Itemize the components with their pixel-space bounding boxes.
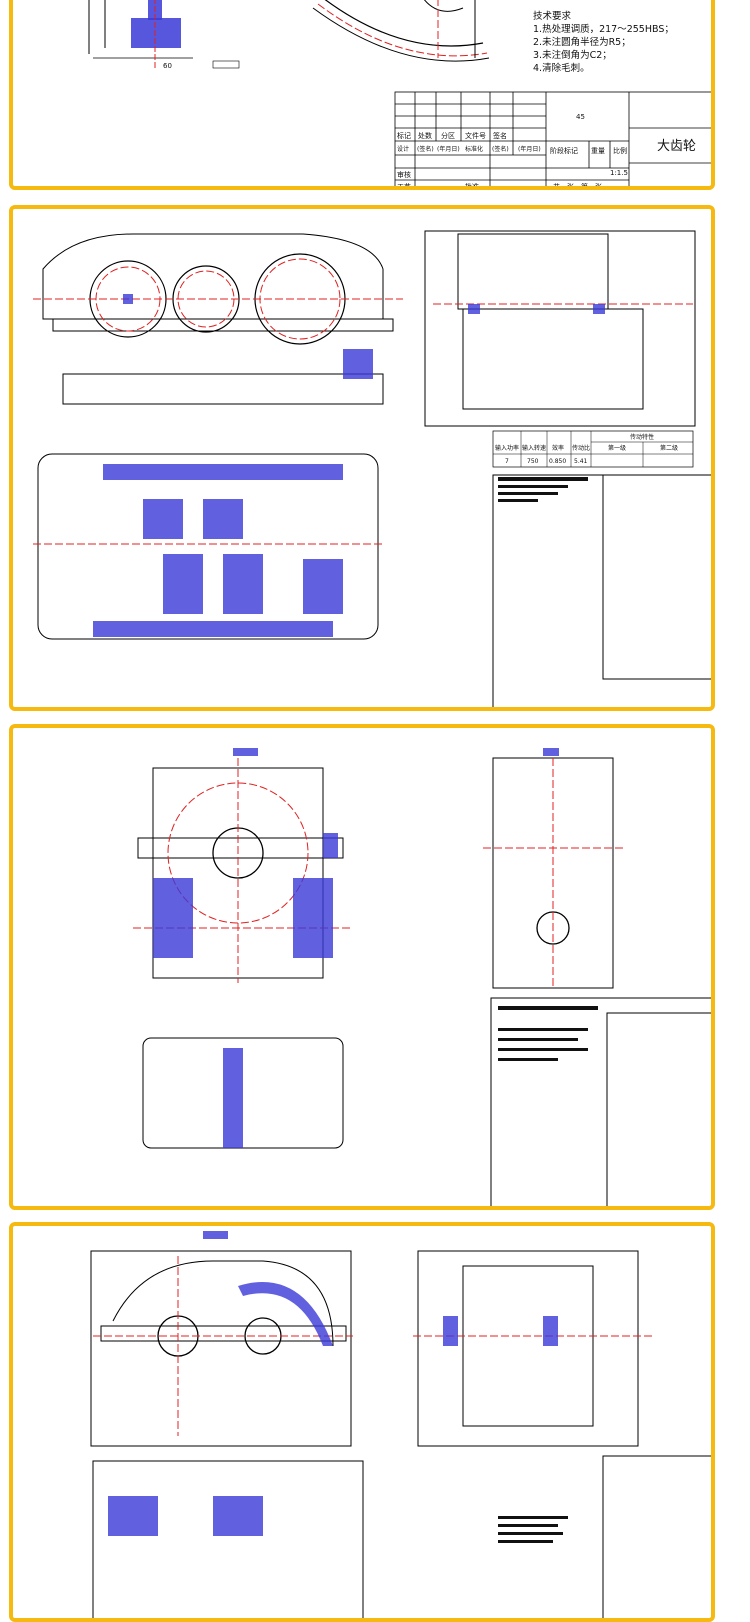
label-scale: 比例 [613, 146, 627, 155]
label-standard-sign: (签名) [492, 145, 509, 153]
spec-value: 5.41 [574, 458, 588, 465]
label-file-no: 文件号 [465, 131, 486, 140]
reducer-assembly-drawing-3 [90, 1231, 711, 1618]
spec-value: 750 [527, 458, 539, 465]
spec-header: 传动特性 [630, 433, 654, 441]
label-design-sign: (签名) [417, 145, 434, 153]
tech-item: 2.未注圆角半径为R5； [533, 37, 631, 48]
spec-value: 0.850 [549, 458, 566, 465]
scale-value: 1:1.5 [610, 169, 628, 177]
spec-header: 输入转速 [522, 444, 546, 452]
tech-requirements: 技术要求 1.热处理调质，217～255HBS； 2.未注圆角半径为R5； 3.… [533, 10, 674, 75]
drawing-panel-worm-reducer [9, 1222, 715, 1622]
label-approve: 批准 [465, 182, 479, 190]
spec-header: 传动比 [572, 444, 590, 452]
label-design: 设计 [397, 145, 409, 153]
spec-stage: 第一级 [608, 444, 626, 452]
label-mark: 标记 [397, 131, 411, 140]
spec-header: 输入功率 [495, 444, 519, 452]
tech-title: 技术要求 [533, 11, 572, 22]
label-design-date: (年月日) [437, 145, 460, 153]
tech-item: 1.热处理调质，217～255HBS； [533, 24, 674, 35]
spec-value: 7 [505, 458, 509, 465]
material-value: 45 [576, 113, 585, 121]
spec-header: 效率 [552, 444, 564, 452]
reducer-assembly-drawing-2 [133, 748, 711, 1206]
label-standard-date: (年月日) [518, 145, 541, 153]
tech-item: 4.清除毛刺。 [533, 63, 590, 74]
drawing-panel-gear: 60 45 大齿轮 [9, 0, 715, 190]
reducer-assembly-drawing: 输入功率 输入转速 效率 传动比 传动特性 第一级 第二级 7 750 0.85… [33, 230, 711, 707]
label-weight: 重量 [591, 147, 605, 155]
label-stage: 阶段标记 [550, 146, 578, 155]
drawing-panel-single-stage-reducer [9, 724, 715, 1210]
label-standard: 标准化 [465, 145, 483, 153]
tech-item: 3.未注倒角为C2； [533, 50, 612, 61]
gear-drawing: 60 45 大齿轮 [88, 0, 711, 190]
drawing-panel-two-stage-reducer: 输入功率 输入转速 效率 传动比 传动特性 第一级 第二级 7 750 0.85… [9, 205, 715, 711]
part-name: 大齿轮 [657, 139, 696, 154]
label-count: 处数 [418, 131, 432, 140]
label-process: 工艺 [397, 183, 411, 190]
label-sheets: 共 张 第 张 [553, 182, 602, 190]
label-zone: 分区 [441, 131, 455, 140]
label-review: 审核 [397, 170, 411, 179]
label-sign: 签名 [493, 131, 507, 140]
dimension-label: 60 [163, 62, 172, 70]
spec-stage: 第二级 [660, 444, 678, 452]
spec-table: 输入功率 输入转速 效率 传动比 传动特性 第一级 第二级 7 750 0.85… [492, 430, 694, 468]
